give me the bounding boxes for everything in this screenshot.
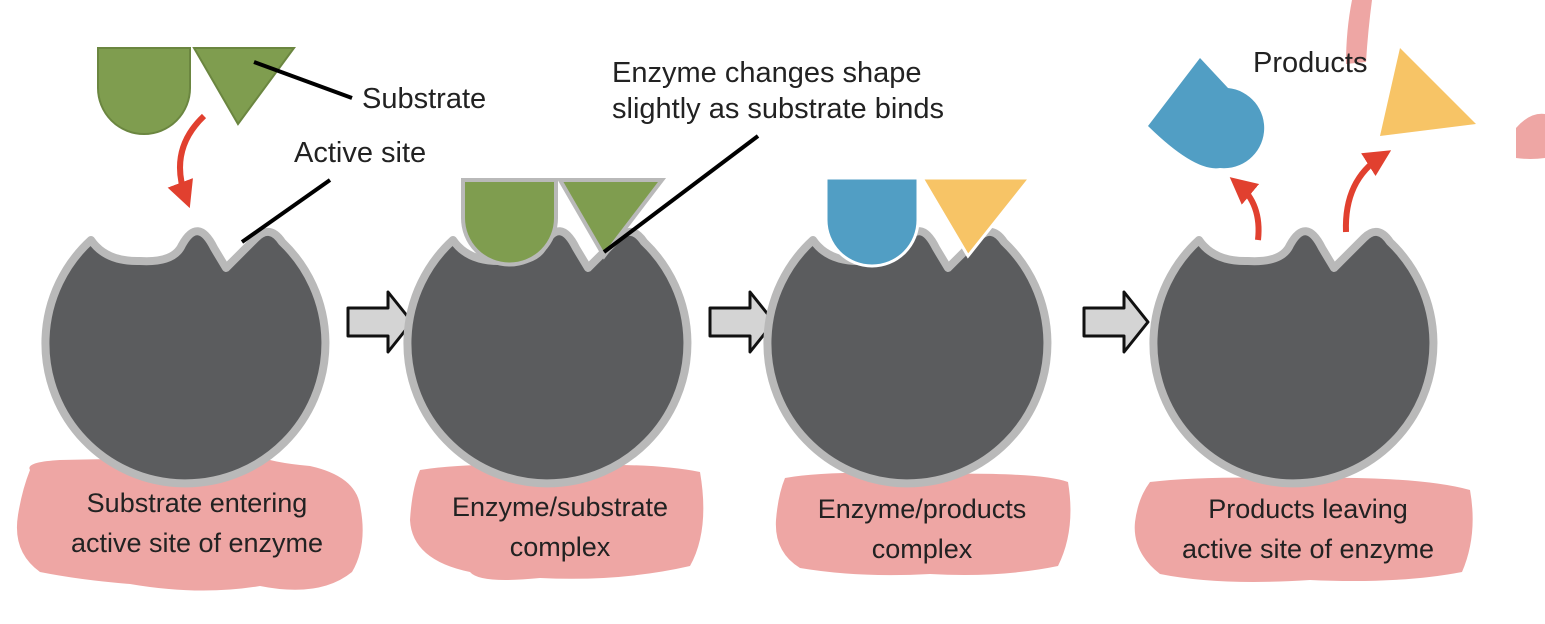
product-yellow-bound (919, 176, 1034, 259)
step-1-caption-line1: Substrate entering (87, 488, 308, 518)
step-2: Enzyme changes shape slightly as substra… (407, 57, 944, 562)
step-1-caption-line2: active site of enzyme (71, 528, 323, 558)
enzyme-2 (407, 231, 687, 483)
step-2-caption-line2: complex (510, 532, 611, 562)
active-site-leader-line (240, 178, 332, 244)
step-3: Enzyme/products complex (767, 176, 1047, 564)
substrate-label: Substrate (362, 83, 486, 115)
bound-substrate-triangle (556, 178, 667, 260)
substrate-semicircle (97, 47, 191, 135)
substrate-triangle (192, 47, 296, 126)
step-4: Products Products leaving active site of… (1148, 47, 1476, 564)
corner-mark-top (1346, 0, 1372, 64)
product-yellow-released (1380, 48, 1476, 136)
shape-change-label-line1: Enzyme changes shape (612, 57, 922, 89)
corner-mark-right (1516, 113, 1545, 159)
curved-arrow-icon (1342, 150, 1392, 233)
substrate-2 (461, 178, 667, 267)
enzyme-3 (767, 231, 1047, 483)
caption-highlights (16, 0, 1545, 591)
step-2-caption-line1: Enzyme/substrate (452, 492, 668, 522)
product-blue-bound (824, 176, 920, 268)
caption-highlight-2 (410, 464, 704, 580)
curved-arrow-icon (167, 113, 207, 209)
right-arrow-icon (708, 290, 776, 354)
right-arrow-icon (346, 290, 414, 354)
active-site-label: Active site (294, 137, 426, 169)
bound-substrate-semicircle (461, 178, 558, 267)
shape-change-label-line2: slightly as substrate binds (612, 93, 944, 125)
step-3-caption-line1: Enzyme/products (818, 494, 1027, 524)
step-4-caption-line2: active site of enzyme (1182, 534, 1434, 564)
step-3-caption-line2: complex (872, 534, 973, 564)
caption-highlight-3 (775, 472, 1071, 576)
product-blue-released (1148, 58, 1265, 169)
products-bound (824, 176, 1034, 268)
products-label: Products (1253, 47, 1367, 79)
enzyme-1 (45, 231, 325, 483)
enzyme-4 (1153, 231, 1433, 483)
caption-highlight-1 (16, 445, 363, 591)
substrate-leader-line (253, 60, 353, 100)
curved-arrow-icon (1229, 177, 1262, 241)
step-1: Substrate Active site Substrate entering… (45, 47, 486, 558)
shape-change-leader-line (602, 134, 760, 254)
step-4-caption-line1: Products leaving (1208, 494, 1408, 524)
right-arrow-icon (1082, 290, 1150, 354)
caption-highlight-4 (1134, 477, 1473, 582)
